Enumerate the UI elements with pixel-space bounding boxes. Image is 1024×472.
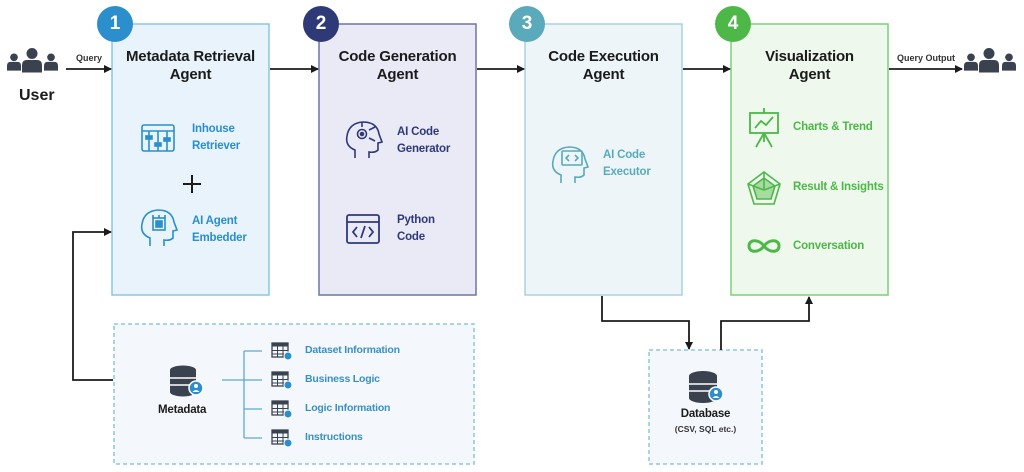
ai-code-executor-line2: Executor	[603, 166, 651, 178]
python-code-line2: Code	[397, 231, 425, 243]
metadata-db-icon	[170, 365, 204, 397]
agent-3-box	[524, 23, 683, 296]
metadata-label: Metadata	[158, 404, 207, 416]
user-group-icon	[7, 48, 58, 73]
metadata-item-business-logic: Business Logic	[305, 373, 380, 385]
agent-2-title: Code Generation Agent	[319, 48, 476, 84]
agent-2-box	[318, 23, 477, 296]
radar-chart-icon	[747, 171, 781, 205]
ai-agent-embedder-line1: AI Agent	[192, 215, 238, 227]
metadata-tree-connector	[222, 350, 262, 439]
agent-3-number-badge: 3	[509, 6, 545, 42]
table-icon	[271, 400, 293, 419]
database-label: Database	[680, 408, 731, 420]
agent-2-number-badge: 2	[303, 6, 339, 42]
ai-agent-embedder-line2: Embedder	[192, 232, 247, 244]
ai-code-generator-line2: Generator	[397, 143, 451, 155]
metadata-item-dataset-information: Dataset Information	[305, 344, 400, 356]
arrow-agent-3-to-database	[601, 296, 693, 350]
output-user-group-icon	[964, 48, 1016, 73]
agent-4-title-line1: Visualization	[765, 48, 854, 65]
query-output-label: Query Output	[897, 53, 955, 63]
result-insights-label: Result & Insights	[793, 181, 884, 193]
agent-1-title-line1: Metadata Retrieval	[126, 48, 255, 65]
agent-4-title-line2: Agent	[788, 66, 831, 83]
arrow-metadata-to-agent-1	[72, 228, 113, 381]
ai-code-executor-label: AI Code Executor	[603, 147, 651, 181]
ai-head-chip-icon	[140, 209, 179, 246]
agent-3-title-line2: Agent	[582, 66, 625, 83]
agent-1-title: Metadata Retrieval Agent	[112, 48, 269, 84]
agent-2-title-line1: Code Generation	[338, 48, 457, 65]
agent-3-title: Code Execution Agent	[525, 48, 682, 84]
python-code-label: Python Code	[397, 212, 435, 246]
ai-code-generator-line1: AI Code	[397, 126, 440, 138]
agent-1-number-badge: 1	[97, 6, 133, 42]
database-sublabel: (CSV, SQL etc.)	[674, 424, 737, 434]
code-window-icon	[346, 214, 380, 244]
ai-code-generator-label: AI Code Generator	[397, 124, 450, 158]
metadata-box	[113, 323, 475, 465]
charts-trend-label: Charts & Trend	[793, 121, 873, 133]
infinity-loop-icon	[747, 239, 781, 253]
agent-3-title-line1: Code Execution	[548, 48, 659, 65]
ai-agent-embedder-label: AI Agent Embedder	[192, 213, 247, 247]
agent-2-title-line2: Agent	[376, 66, 419, 83]
ai-head-code-icon	[551, 146, 590, 183]
user-label: User	[19, 87, 55, 104]
inhouse-retriever-line2: Retriever	[192, 140, 241, 152]
metadata-item-instructions: Instructions	[305, 431, 363, 443]
conversation-label: Conversation	[793, 240, 865, 252]
table-icon	[271, 371, 293, 390]
ai-head-gear-icon	[345, 121, 384, 158]
database-box	[648, 349, 763, 465]
query-label: Query	[76, 53, 103, 63]
inhouse-retriever-label: Inhouse Retriever	[192, 121, 240, 155]
agent-1-title-line2: Agent	[169, 66, 212, 83]
presentation-chart-icon	[749, 108, 779, 148]
inhouse-retriever-line1: Inhouse	[192, 123, 235, 135]
table-icon	[271, 429, 293, 448]
agent-4-number-badge: 4	[715, 6, 751, 42]
database-icon	[689, 371, 724, 403]
agent-1-box	[111, 23, 270, 296]
plus-icon	[183, 175, 201, 193]
metadata-item-logic-information: Logic Information	[305, 402, 391, 414]
python-code-line1: Python	[397, 214, 435, 226]
agent-4-title: Visualization Agent	[731, 48, 888, 84]
ai-code-executor-line1: AI Code	[603, 149, 646, 161]
arrow-database-to-agent-4	[720, 296, 813, 350]
table-icon	[271, 342, 293, 361]
tool-grid-icon	[141, 124, 175, 152]
